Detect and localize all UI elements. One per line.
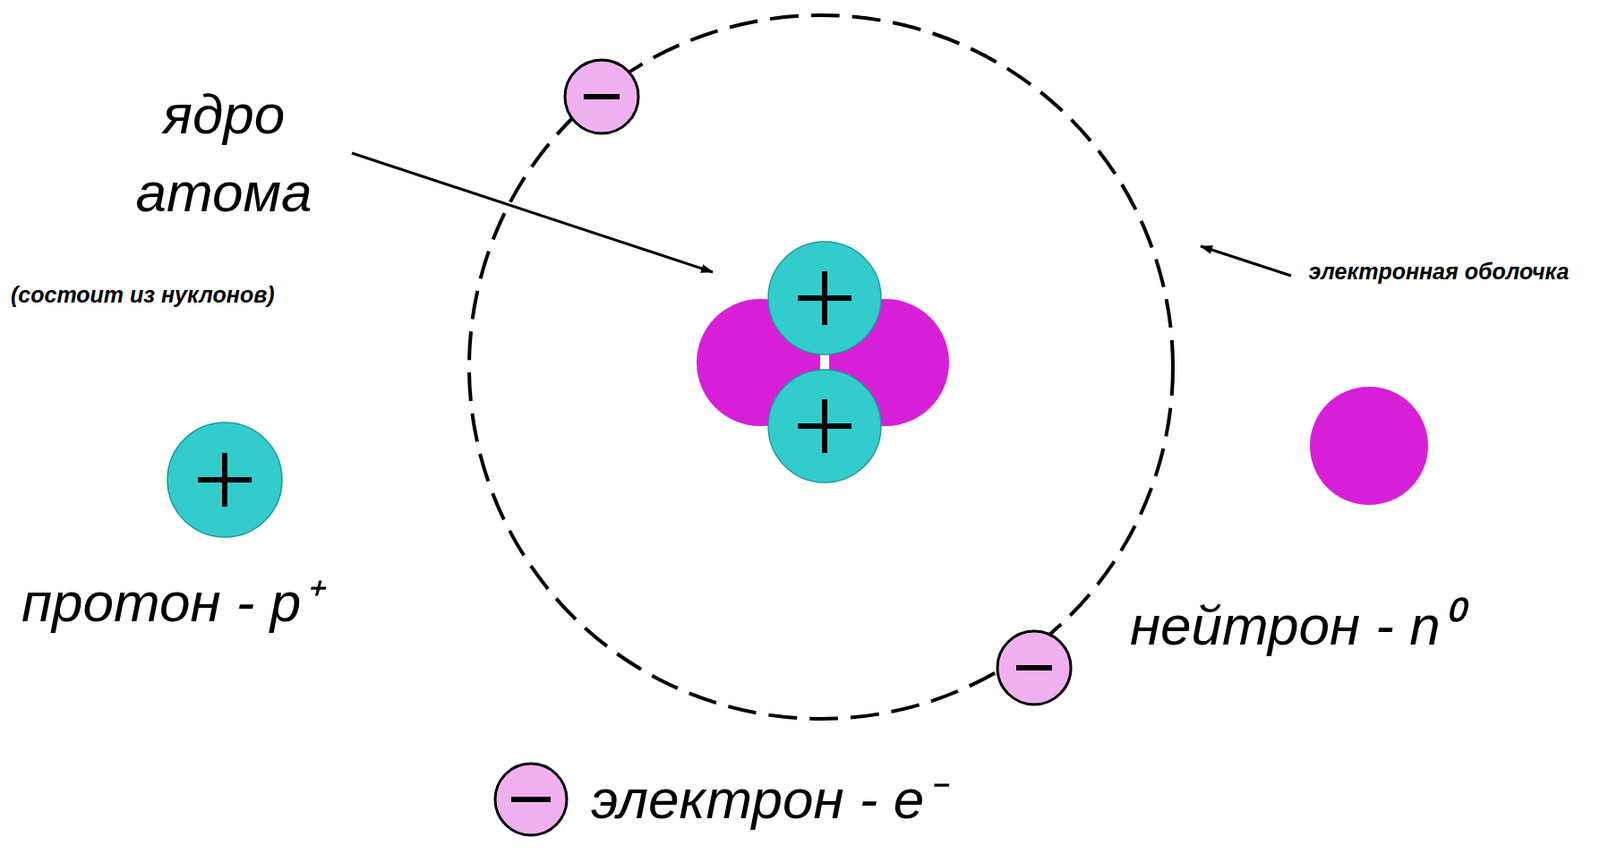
proton-label: протон - p⁺	[21, 564, 320, 642]
neutron-symbol	[1309, 386, 1429, 505]
proton-symbol	[167, 422, 283, 538]
electron-symbol	[495, 763, 567, 836]
electron-symbol	[997, 631, 1071, 705]
electron-label: электрон - e⁻	[590, 761, 943, 839]
electron-symbol	[564, 59, 639, 134]
note-label: (состоит из нуклонов)	[10, 281, 275, 309]
leader-arrow	[351, 153, 713, 273]
shell-label: электронная оболочка	[1300, 257, 1578, 286]
neutron-label: нейтрон - n⁰	[1129, 587, 1461, 666]
nucleus-label: ядро атома	[116, 76, 332, 232]
leader-arrow	[1200, 246, 1292, 276]
nucleus	[696, 241, 950, 483]
electron-shell	[469, 15, 1173, 719]
